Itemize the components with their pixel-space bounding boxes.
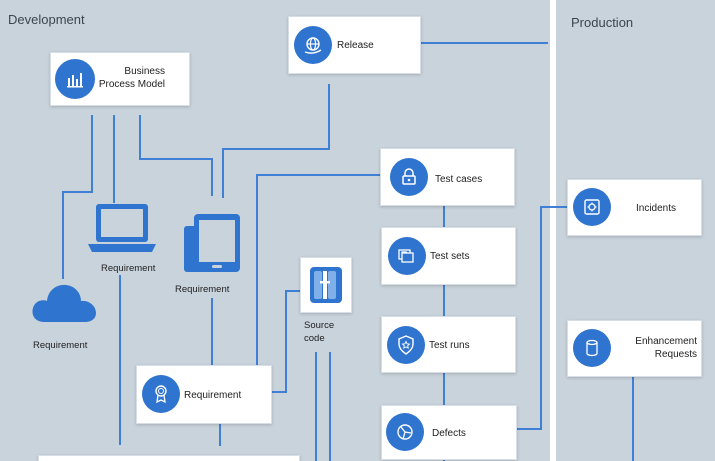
incidents-label: Incidents bbox=[636, 203, 677, 214]
globe-hand-icon bbox=[294, 26, 332, 64]
requirement-card-label: Requirement bbox=[184, 390, 242, 401]
release-node[interactable]: Release bbox=[288, 16, 421, 74]
connector-enhancement-down bbox=[632, 375, 634, 461]
release-label: Release bbox=[337, 40, 374, 51]
lock-icon bbox=[390, 158, 428, 196]
connector-bpm-laptop bbox=[113, 115, 115, 203]
connector-incidents-h bbox=[540, 206, 568, 208]
folders-icon bbox=[388, 237, 426, 275]
safe-icon bbox=[573, 188, 611, 226]
test-cases-label: Test cases bbox=[435, 174, 483, 185]
bottom-partial-card bbox=[38, 455, 300, 461]
defects-node[interactable]: Defects bbox=[381, 405, 517, 460]
test-runs-node[interactable]: Test runs bbox=[381, 316, 516, 373]
connector-req-down bbox=[219, 422, 221, 446]
connector-tablet-down bbox=[211, 298, 213, 365]
cloud-icon[interactable] bbox=[30, 280, 98, 324]
connector-bpm-tablet-v bbox=[139, 115, 141, 160]
requirement-card-node[interactable]: Requirement bbox=[136, 365, 272, 424]
shield-star-icon bbox=[387, 326, 425, 364]
connector-bpm-cloud-v bbox=[91, 115, 93, 193]
test-sets-label: Test sets bbox=[430, 251, 470, 262]
connector-bpm-tablet-h bbox=[139, 158, 213, 160]
enhancement-requests-node[interactable]: Enhancement Requests bbox=[567, 320, 702, 377]
zone-label-development: Development bbox=[8, 12, 85, 27]
award-ribbon-icon bbox=[142, 375, 180, 413]
connector-testcases-v bbox=[256, 174, 258, 366]
connector-release-v bbox=[328, 84, 330, 150]
connector-bpm-tablet-v2 bbox=[211, 158, 213, 196]
requirement-cloud-label: Requirement bbox=[33, 340, 88, 351]
connector-release-h bbox=[222, 148, 330, 150]
tablet-icon[interactable] bbox=[182, 212, 242, 276]
connector-source-h bbox=[285, 290, 301, 292]
test-runs-label: Test runs bbox=[429, 340, 470, 351]
business-process-model-node[interactable]: Business Process Model bbox=[50, 52, 190, 106]
connector-testcases-h bbox=[256, 174, 382, 176]
laptop-icon[interactable] bbox=[88, 202, 156, 254]
source-code-node[interactable] bbox=[300, 257, 352, 313]
source-code-label: Source code bbox=[304, 320, 335, 344]
requirement-tablet-label: Requirement bbox=[175, 284, 230, 295]
connector-cloud-drop bbox=[62, 191, 64, 279]
zone-label-production: Production bbox=[571, 15, 634, 30]
connector-tests-3 bbox=[443, 371, 445, 406]
connector-tests-1 bbox=[443, 204, 445, 228]
connector-defects-incidents-v bbox=[540, 206, 542, 430]
connector-defects-h bbox=[516, 428, 542, 430]
connector-laptop-down bbox=[119, 275, 121, 445]
connector-tests-2 bbox=[443, 283, 445, 317]
bar-chart-icon bbox=[55, 59, 95, 99]
connector-source-down-b bbox=[329, 352, 331, 461]
code-file-icon bbox=[310, 267, 342, 303]
connector-req-source-h bbox=[270, 391, 286, 393]
incidents-node[interactable]: Incidents bbox=[567, 179, 702, 236]
business-process-model-label: Business Process Model bbox=[98, 66, 165, 90]
connector-req-source-v bbox=[285, 290, 287, 393]
requirement-laptop-label: Requirement bbox=[101, 263, 156, 274]
test-cases-node[interactable]: Test cases bbox=[380, 148, 515, 206]
broken-circle-icon bbox=[386, 413, 424, 451]
connector-source-down-a bbox=[315, 352, 317, 461]
connector-release-production bbox=[420, 42, 548, 44]
cylinder-icon bbox=[573, 329, 611, 367]
zone-divider bbox=[550, 0, 556, 461]
defects-label: Defects bbox=[432, 428, 466, 439]
connector-release-tablet bbox=[222, 148, 224, 198]
test-sets-node[interactable]: Test sets bbox=[381, 227, 516, 285]
connector-bpm-cloud-h bbox=[62, 191, 93, 193]
enhancement-requests-label: Enhancement Requests bbox=[635, 336, 697, 360]
